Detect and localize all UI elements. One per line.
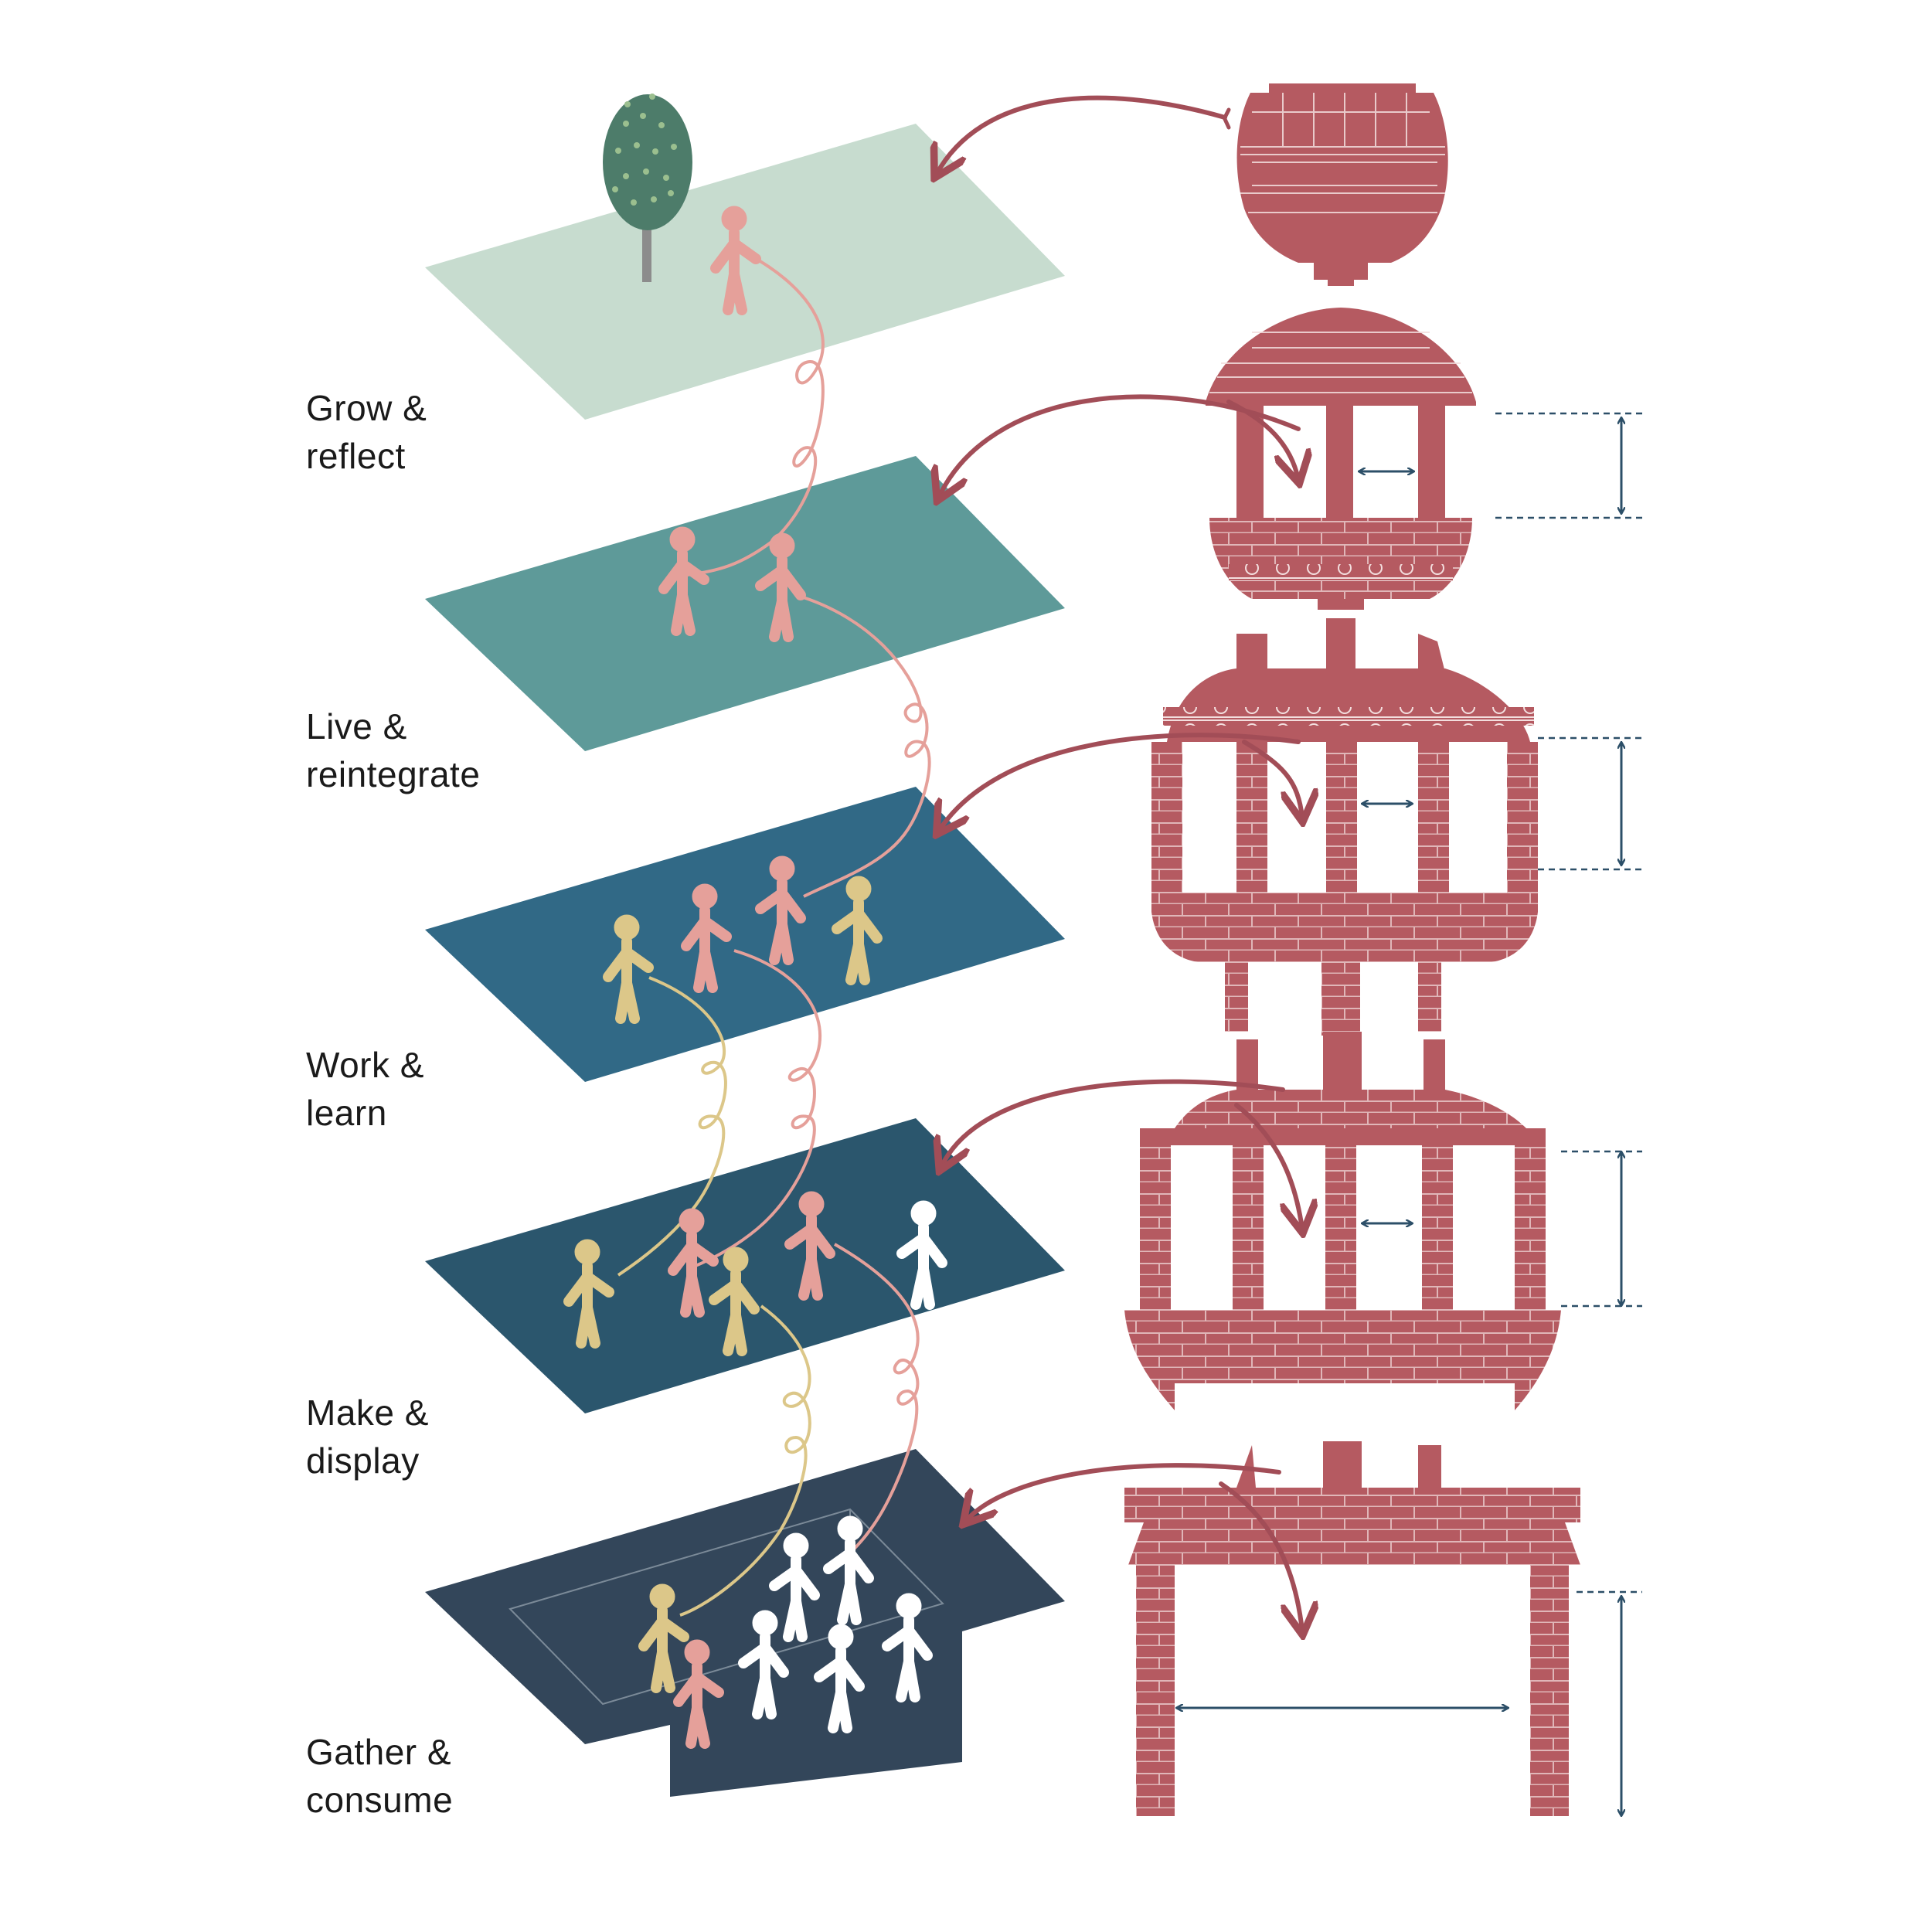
level-label-line2: consume xyxy=(306,1780,454,1820)
level-label-line1: Gather & xyxy=(306,1732,452,1772)
level-label-line1: Work & xyxy=(306,1045,424,1085)
plane-gather-consume xyxy=(425,1449,1065,1797)
level-label-line1: Grow & xyxy=(306,388,427,428)
facade-section-icon xyxy=(1124,1032,1561,1410)
level-label-live-reintegrate: Live & reintegrate xyxy=(306,702,480,798)
level-label-line2: reflect xyxy=(306,436,406,476)
level-label-gather-consume: Gather & consume xyxy=(306,1728,453,1824)
plane-work-learn xyxy=(425,787,1065,1082)
curved-arrow-icon xyxy=(937,95,1302,1631)
level-label-line2: reintegrate xyxy=(306,754,481,794)
level-label-line2: display xyxy=(306,1440,420,1481)
plane-grow-reflect xyxy=(425,124,1065,420)
connection-paths xyxy=(617,253,931,1617)
level-label-line2: learn xyxy=(306,1093,387,1133)
tree-icon xyxy=(603,94,692,282)
level-label-make-display: Make & display xyxy=(306,1389,429,1485)
facade-section-icon xyxy=(1151,618,1538,1036)
facade-section-icon xyxy=(1124,1441,1580,1816)
level-label-line1: Live & xyxy=(306,706,407,747)
plane-live-reintegrate xyxy=(425,456,1065,751)
level-label-grow-reflect: Grow & reflect xyxy=(306,384,427,480)
level-label-work-learn: Work & learn xyxy=(306,1041,424,1137)
facade-section-icon xyxy=(1206,308,1476,610)
facade-section-icon xyxy=(1236,83,1448,286)
dimension-arrow-icon xyxy=(1176,412,1642,1816)
level-label-line1: Make & xyxy=(306,1393,429,1433)
